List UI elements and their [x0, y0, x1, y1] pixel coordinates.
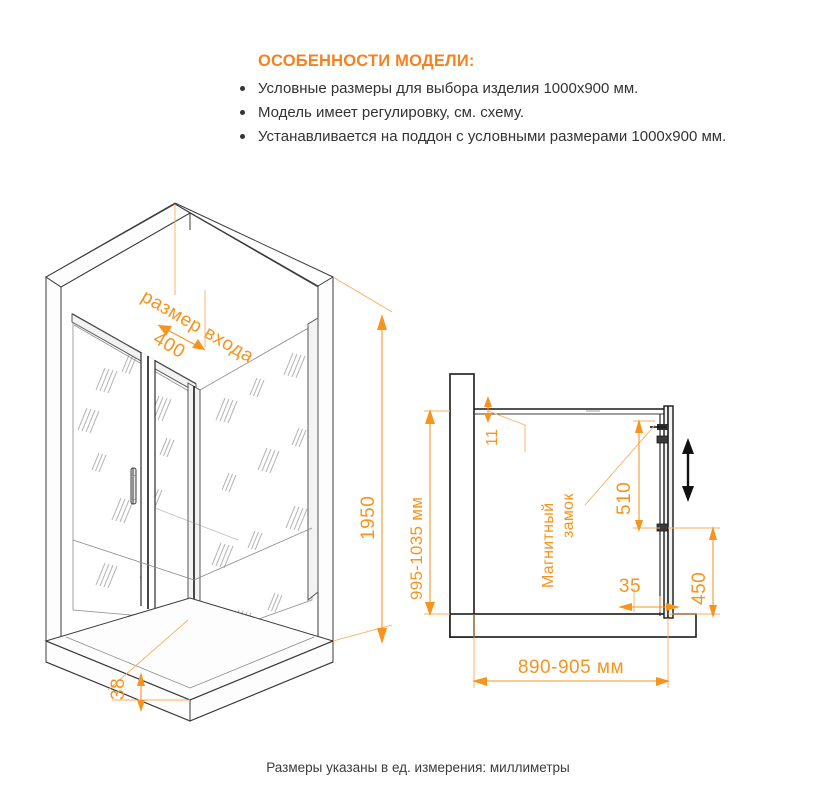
right-profile	[307, 317, 319, 602]
lock-height-value: 510	[614, 482, 635, 515]
dim-gap-35: 35	[618, 576, 680, 612]
feature-text: Устанавливается на поддон с условными ра…	[258, 128, 727, 145]
corner-profile	[187, 382, 201, 642]
depth-range-value: 890-905 мм	[518, 657, 624, 678]
plan-view: 995-1035 мм 11 Магнитный замок	[407, 373, 720, 688]
glass-door-panel	[72, 317, 189, 621]
base-height-value: 38	[108, 678, 129, 700]
bullet-icon	[240, 86, 245, 91]
plan-left-wall	[449, 373, 475, 638]
dim-height-range: 995-1035 мм	[407, 409, 450, 616]
feature-item: Устанавливается на поддон с условными ра…	[228, 125, 808, 148]
bullet-icon	[240, 134, 245, 139]
floor-lines	[72, 507, 313, 581]
entrance-size-label: размер входа	[138, 286, 258, 367]
gap-value: 35	[619, 576, 641, 597]
glass-fixed-panel	[199, 325, 313, 641]
dim-height-1950: 1950	[332, 276, 393, 644]
thickness-value: 11	[484, 429, 501, 446]
features-list: Условные размеры для выбора изделия 1000…	[228, 77, 808, 148]
dim-thickness-11: 11	[484, 396, 526, 452]
dim-depth-range: 890-905 мм	[472, 614, 670, 688]
feature-text: Условные размеры для выбора изделия 1000…	[258, 80, 639, 97]
sliding-door-leaf	[140, 352, 156, 612]
features-title: ОСОБЕННОСТИ МОДЕЛИ:	[258, 52, 475, 70]
bullet-icon	[240, 110, 245, 115]
adjust-arrow-icon	[682, 438, 694, 502]
door-handle[interactable]	[130, 467, 137, 505]
dim-door-450: 450	[668, 526, 720, 618]
feature-item: Модель имеет регулировку, см. схему.	[228, 101, 808, 124]
shower-tray	[44, 597, 335, 722]
isometric-view: размер входа 400 1950	[44, 202, 393, 722]
feature-text: Модель имеет регулировку, см. схему.	[258, 104, 525, 121]
feature-item: Условные размеры для выбора изделия 1000…	[228, 77, 808, 100]
plan-tray	[449, 613, 697, 638]
units-note: Размеры указаны в ед. измерения: миллиме…	[266, 760, 570, 775]
plan-back-wall	[474, 408, 669, 415]
door-width-value: 450	[689, 572, 710, 605]
entrance-width-value: 400	[150, 328, 189, 363]
magnetic-lock-line1: Магнитный	[540, 503, 557, 588]
entrance-label-group: размер входа	[138, 286, 258, 367]
dim-base-38: 38	[107, 619, 190, 712]
magnetic-lock-annotation: Магнитный замок	[540, 424, 656, 588]
height-value: 1950	[358, 496, 379, 540]
dim-lock-510: 510	[614, 419, 660, 532]
magnetic-lock-line2: замок	[560, 493, 577, 538]
height-range-value: 995-1035 мм	[407, 497, 426, 600]
model-features-block: ОСОБЕННОСТИ МОДЕЛИ: Условные размеры для…	[228, 52, 808, 149]
